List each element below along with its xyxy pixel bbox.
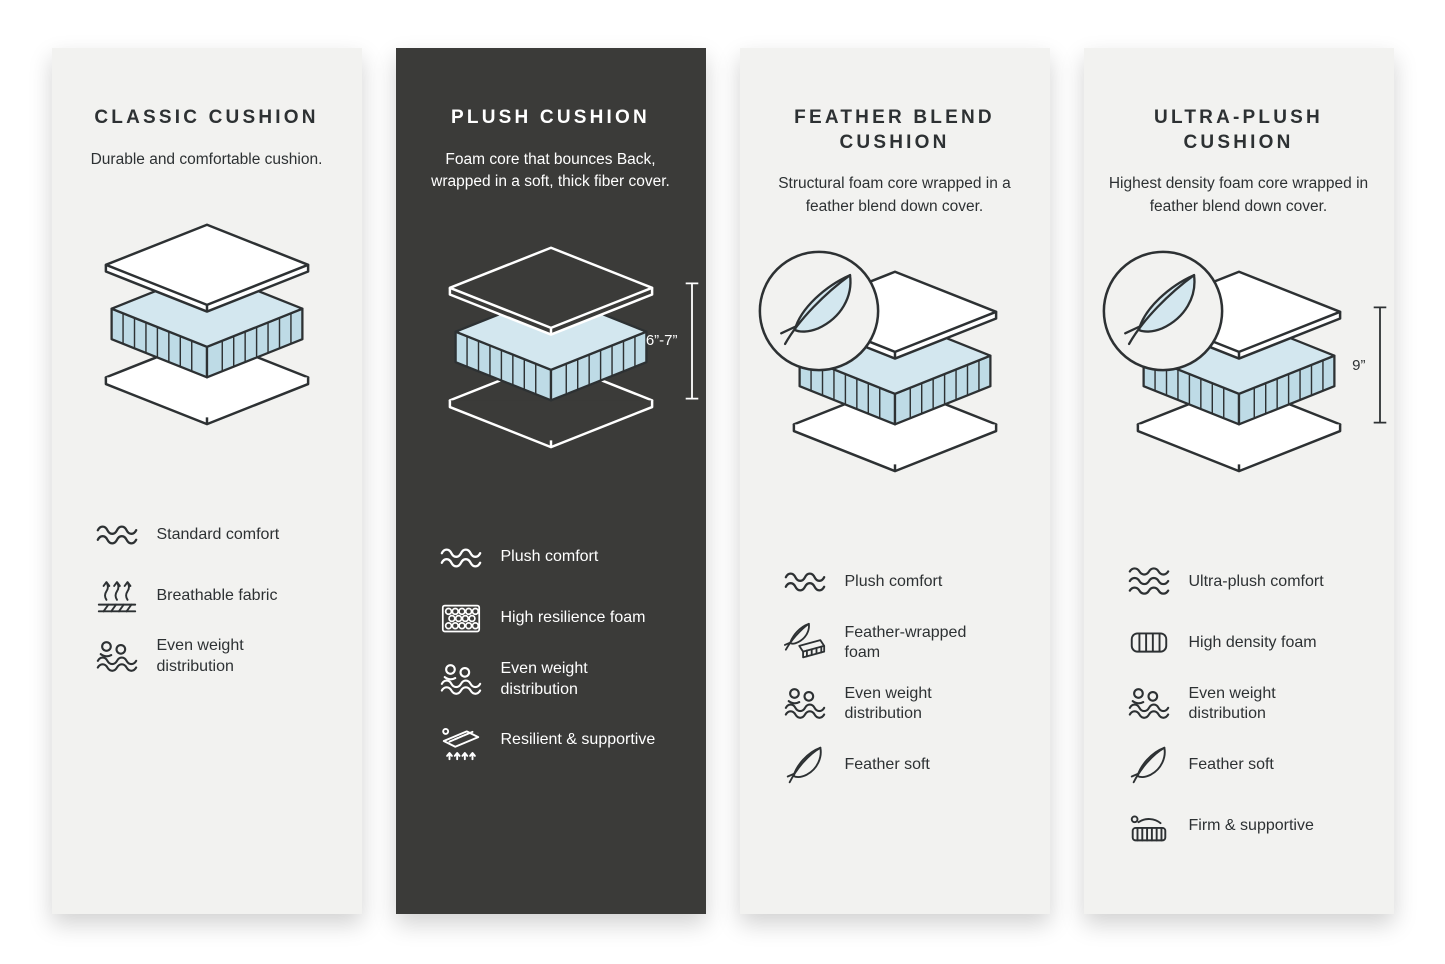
feature-item: Plush comfort xyxy=(438,534,706,582)
feature-item: Even weight distribution xyxy=(782,680,1050,728)
wave-icon xyxy=(94,512,140,558)
feather-wrapped-foam-icon xyxy=(782,620,828,666)
feature-label: Standard comfort xyxy=(156,525,280,543)
feature-label: Feather soft xyxy=(1188,755,1274,773)
feature-item: Even weight distribution xyxy=(438,656,706,704)
feature-list: Plush comfort Feather-wrapped foam Even … xyxy=(782,558,1050,789)
panel-description: Durable and comfortable cushion. xyxy=(90,150,323,168)
feature-label: High resilience foam xyxy=(500,609,646,627)
cushion-illustration: 9” xyxy=(1084,262,1394,548)
cushion-illustration xyxy=(740,262,1050,548)
honeycomb-icon xyxy=(438,596,484,642)
cushion-layers-icon xyxy=(83,215,331,431)
panel-description: Highest density foam core wrapped in fea… xyxy=(1108,175,1369,215)
feature-label: Even weight distribution xyxy=(844,684,932,723)
high-density-foam-icon xyxy=(1126,620,1172,666)
feature-label: Even weight distribution xyxy=(156,637,244,676)
breathable-icon xyxy=(94,573,140,619)
panel-title: CLASSIC CUSHION xyxy=(94,107,319,128)
even-weight-icon xyxy=(94,634,140,680)
panel-description: Structural foam core wrapped in a feathe… xyxy=(778,175,1011,215)
feature-label: Firm & supportive xyxy=(1188,816,1314,834)
cushion-illustration xyxy=(52,215,362,501)
feature-label: Even weight distribution xyxy=(500,659,588,698)
feather-icon xyxy=(782,742,828,788)
feature-list: Standard comfort Breathable fabric Even … xyxy=(94,511,362,681)
bounce-support-icon xyxy=(438,718,484,764)
panel-ultra-plush-cushion: ULTRA-PLUSH CUSHION Highest density foam… xyxy=(1083,48,1394,914)
feature-label: High density foam xyxy=(1188,633,1317,651)
wave-icon xyxy=(438,535,484,581)
feature-item: Resilient & supportive xyxy=(438,717,706,765)
feature-item: Feather soft xyxy=(782,741,1050,789)
feature-item: Plush comfort xyxy=(782,558,1050,606)
measure-line-icon xyxy=(1371,302,1389,428)
feature-item: Ultra-plush comfort xyxy=(1126,558,1394,606)
firm-support-icon xyxy=(1126,803,1172,849)
measure-line-icon xyxy=(683,278,701,404)
even-weight-icon xyxy=(1126,681,1172,727)
even-weight-icon xyxy=(782,681,828,727)
feather-icon xyxy=(1126,742,1172,788)
feature-label: Feather soft xyxy=(844,755,930,773)
feature-label: Feather-wrapped foam xyxy=(844,623,967,662)
feature-item: High resilience foam xyxy=(438,595,706,643)
panel-title: FEATHER BLEND CUSHION xyxy=(794,107,995,153)
feature-label: Ultra-plush comfort xyxy=(1188,572,1324,590)
panel-title: ULTRA-PLUSH CUSHION xyxy=(1154,107,1323,153)
feature-list: Plush comfort High resilience foam Even … xyxy=(438,534,706,765)
wave-icon xyxy=(782,559,828,605)
cushion-layers-icon xyxy=(427,238,675,454)
panel-classic-cushion: CLASSIC CUSHION Durable and comfortable … xyxy=(51,48,362,914)
feather-badge-icon xyxy=(756,248,882,374)
feature-item: Firm & supportive xyxy=(1126,802,1394,850)
feature-item: Feather soft xyxy=(1126,741,1394,789)
feature-label: Plush comfort xyxy=(500,548,599,566)
measurement-label: 6”-7” xyxy=(645,332,678,350)
feature-label: Breathable fabric xyxy=(156,586,278,604)
feature-item: Even weight distribution xyxy=(94,633,362,681)
panel-plush-cushion: PLUSH CUSHION Foam core that bounces Bac… xyxy=(395,48,706,914)
feature-item: High density foam xyxy=(1126,619,1394,667)
feature-label: Resilient & supportive xyxy=(500,731,656,749)
thickness-measurement: 6”-7” xyxy=(646,278,701,404)
feature-label: Plush comfort xyxy=(844,572,943,590)
feature-item: Feather-wrapped foam xyxy=(782,619,1050,667)
panel-title: PLUSH CUSHION xyxy=(451,107,650,128)
feature-item: Even weight distribution xyxy=(1126,680,1394,728)
feature-item: Breathable fabric xyxy=(94,572,362,620)
feature-label: Even weight distribution xyxy=(1188,684,1276,723)
waves-icon xyxy=(1126,559,1172,605)
panel-feather-blend-cushion: FEATHER BLEND CUSHION Structural foam co… xyxy=(739,48,1050,914)
thickness-measurement: 9” xyxy=(1352,302,1388,428)
panel-description: Foam core that bounces Back, wrapped in … xyxy=(431,150,670,191)
cushion-illustration: 6”-7” xyxy=(396,238,706,524)
feature-list: Ultra-plush comfort High density foam Ev… xyxy=(1126,558,1394,850)
even-weight-icon xyxy=(438,657,484,703)
feather-badge-icon xyxy=(1100,248,1226,374)
measurement-label: 9” xyxy=(1352,356,1366,374)
feature-item: Standard comfort xyxy=(94,511,362,559)
